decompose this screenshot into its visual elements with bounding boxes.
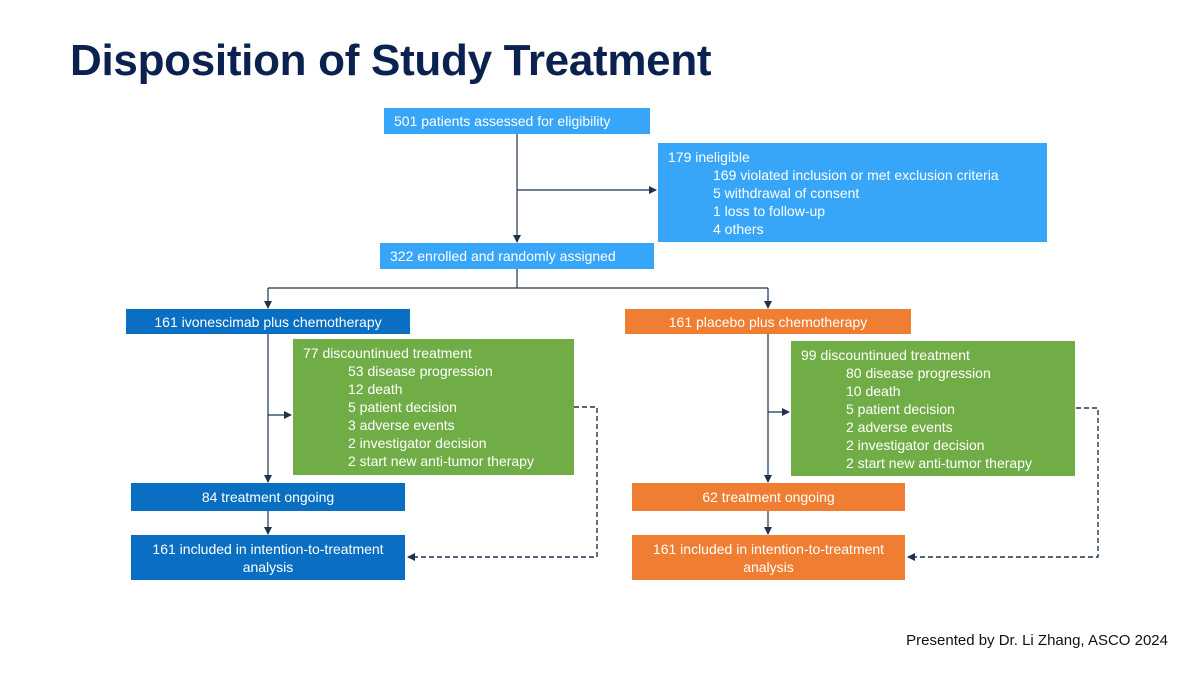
ivonescimab-ongoing-box: 84 treatment ongoing	[131, 483, 405, 511]
ivonescimab-discontinued-box: 77 discountinued treatment 53 disease pr…	[293, 339, 574, 475]
discontinued-reason: 80 disease progression	[846, 365, 991, 381]
discontinued-reason: 5 patient decision	[846, 401, 955, 417]
discontinued-header: 77 discountinued treatment	[303, 345, 472, 361]
ineligible-box: 179 ineligible 169 violated inclusion or…	[658, 143, 1047, 242]
discontinued-reason: 5 patient decision	[348, 399, 457, 415]
discontinued-reason: 10 death	[846, 383, 901, 399]
discontinued-reason: 3 adverse events	[348, 417, 455, 433]
discontinued-reason: 2 start new anti-tumor therapy	[348, 453, 534, 469]
enrolled-box: 322 enrolled and randomly assigned	[380, 243, 654, 269]
discontinued-reason: 12 death	[348, 381, 403, 397]
placebo-arm-box: 161 placebo plus chemotherapy	[625, 309, 911, 334]
ineligible-header: 179 ineligible	[668, 149, 750, 165]
ivonescimab-arm-box: 161 ivonescimab plus chemotherapy	[126, 309, 410, 334]
discontinued-reason: 2 investigator decision	[348, 435, 487, 451]
dashed-ivo-discontinued-to-itt	[407, 406, 598, 561]
discontinued-reason: 2 adverse events	[846, 419, 953, 435]
discontinued-header: 99 discountinued treatment	[801, 347, 970, 363]
placebo-itt-box: 161 included in intention-to-treatment a…	[632, 535, 905, 580]
discontinued-reason: 2 investigator decision	[846, 437, 985, 453]
placebo-ongoing-box: 62 treatment ongoing	[632, 483, 905, 511]
placebo-discontinued-box: 99 discountinued treatment 80 disease pr…	[791, 341, 1075, 476]
dashed-pla-discontinued-to-itt	[907, 407, 1099, 561]
ineligible-item: 4 others	[713, 221, 764, 237]
discontinued-reason: 53 disease progression	[348, 363, 493, 379]
ineligible-item: 169 violated inclusion or met exclusion …	[713, 167, 999, 183]
assessed-box: 501 patients assessed for eligibility	[384, 108, 650, 134]
presenter-credit: Presented by Dr. Li Zhang, ASCO 2024	[906, 632, 1168, 649]
ineligible-item: 5 withdrawal of consent	[713, 185, 860, 201]
ivonescimab-itt-box: 161 included in intention-to-treatment a…	[131, 535, 405, 580]
slide-title: Disposition of Study Treatment	[70, 36, 712, 85]
discontinued-reason: 2 start new anti-tumor therapy	[846, 455, 1032, 471]
ineligible-item: 1 loss to follow-up	[713, 203, 826, 219]
split-to-arms	[268, 269, 768, 289]
